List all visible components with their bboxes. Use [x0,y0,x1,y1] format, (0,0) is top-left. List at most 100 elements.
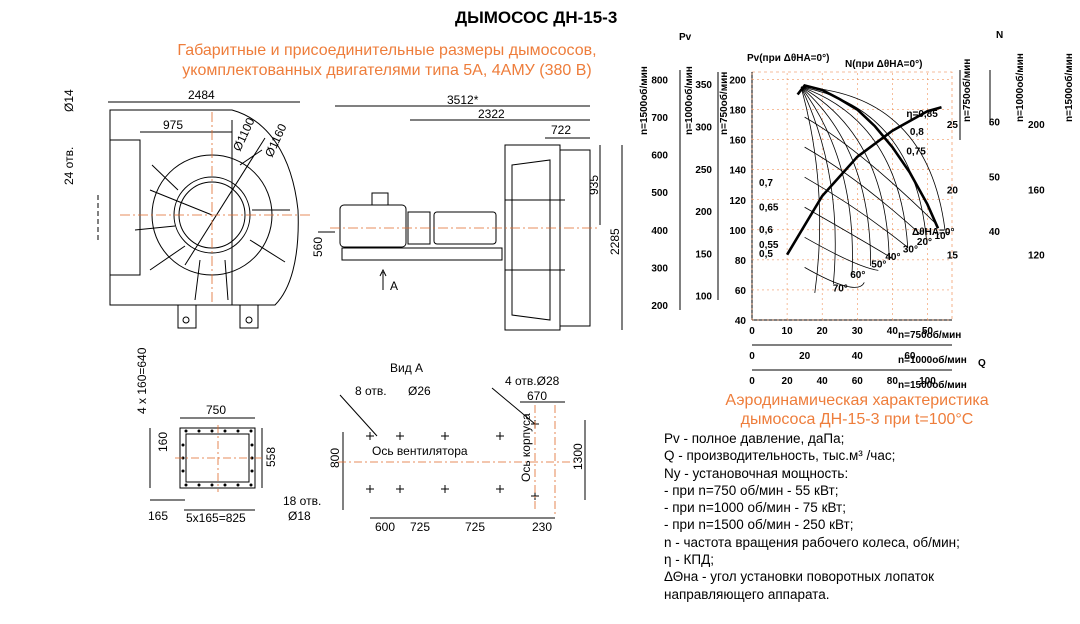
efficiency-curve [804,146,921,235]
tick-pv1500: 400 [651,226,668,237]
tick-pv1500: 300 [651,263,668,274]
dim-holes-24: 24 отв. [62,147,76,185]
angle-label: 20° [917,237,932,248]
n-curve [785,105,942,256]
chart-ticks: 2001801601401201008060403503002502001501… [651,76,1045,387]
view-a [339,387,586,519]
tick-n1500: 160 [1028,185,1045,196]
efficiency-curve [804,267,865,288]
tick-q1500: 40 [817,376,829,387]
q-n1000-label: n=1000об/мин [898,354,967,366]
dim-558: 558 [264,447,278,467]
tick-n750: 25 [947,120,959,131]
legend-line: Pv - полное давление, даПа; [664,431,845,446]
dim-230: 230 [532,520,552,534]
front-view-dims: 2484 975 Ø1100 Ø1160 24 отв. Ø14 560 [62,88,325,257]
dim-1300: 1300 [571,443,585,470]
tick-n1500: 120 [1028,251,1045,262]
pv-curve-label: Pv(при ΔθНА=0°) [747,53,829,64]
tick-pv1000: 200 [695,207,712,218]
axis-right-n1000-label: n=1000об/мин [1014,53,1026,122]
tick-q750: 0 [749,326,755,337]
flange-view [149,417,263,511]
tick-q750: 50 [922,326,934,337]
page-title: ДЫМОСОС ДН-15-3 [455,8,618,27]
tick-q750: 40 [887,326,899,337]
legend-line: Q - производительность, тыс.м³ /час; [664,448,896,464]
tick-pv750: 140 [729,166,746,177]
subtitle-line-1: Габаритные и присоединительные размеры д… [177,42,597,59]
tick-pv1000: 350 [695,80,712,91]
axis-right-n750-label: n=750об/мин [961,59,973,122]
dim-560: 560 [311,237,325,257]
legend-line: n - частота вращения рабочего колеса, об… [664,534,960,550]
efficiency-label: 0,5 [759,249,773,260]
angle-label: 50° [871,259,886,270]
n-axis-label: N [996,30,1003,41]
dim-5x165: 5x165=825 [186,511,246,525]
dim-725-b: 725 [465,520,485,534]
tick-n1000: 60 [989,118,1001,129]
tick-pv750: 100 [729,226,746,237]
tick-n1000: 40 [989,227,1001,238]
tick-pv750: 80 [735,256,747,267]
dim-8-holes: 8 отв. [355,384,387,398]
dim-165: 165 [148,509,168,523]
tick-pv750: 160 [729,136,746,147]
tick-n1500: 200 [1028,120,1045,131]
dim-975: 975 [163,118,183,132]
chart-grid [751,72,952,321]
chart-heading-2: дымососа ДН-15-3 при t=100°С [740,411,974,428]
flange-holes [181,429,254,487]
n-curve-label: N(при ΔθНА=0°) [845,59,922,70]
tick-pv1000: 250 [695,165,712,176]
dim-2322: 2322 [478,107,505,121]
tick-pv1000: 150 [695,249,712,260]
legend-line: - при n=1500 об/мин - 250 кВт; [664,517,854,533]
tick-pv750: 200 [729,76,746,87]
chart-frame [679,70,991,371]
q-n1500-label: n=1500об/мин [898,379,967,391]
tick-q1500: 80 [887,376,899,387]
side-view-dims: 3512* 2322 722 935 2285 A [390,93,622,293]
dim-2285: 2285 [608,228,622,255]
efficiency-label: 0,8 [910,127,924,138]
dim-d26: Ø26 [408,384,431,398]
efficiency-curve [804,236,879,271]
vane-curve [800,86,821,293]
tick-pv1000: 100 [695,292,712,303]
axis-n1000-label: n=1000об/мин [683,66,695,135]
front-view-centerlines [120,112,310,305]
q-n750-label: n=750об/мин [898,329,961,341]
vane-curve [800,86,836,284]
tick-q1000: 0 [749,351,755,362]
arrow-a-label: A [390,279,398,293]
view-a-dims: Вид А 8 отв. Ø26 4 отв.Ø28 670 Ось венти… [328,361,585,534]
flange-axis [175,425,262,492]
tick-q1000: 40 [852,351,864,362]
dim-600: 600 [375,520,395,534]
tick-pv1500: 500 [651,188,668,199]
dim-d1100: Ø1100 [230,115,258,153]
fan-axis-label: Ось вентилятора [372,444,468,458]
tick-q1500: 60 [852,376,864,387]
q-axis-label: Q [978,358,986,369]
legend-line: Ny - установочная мощность: [664,465,849,481]
tick-q1500: 20 [782,376,794,387]
dim-160: 160 [156,432,170,452]
dim-d1160: Ø1160 [262,121,290,159]
efficiency-curve [804,116,935,223]
angle-label: 30° [903,244,918,255]
dim-holes-18: 18 отв. [283,494,321,508]
tick-q1500: 100 [919,376,936,387]
tick-pv1500: 700 [651,113,668,124]
dim-2484: 2484 [188,88,215,102]
tick-q750: 10 [782,326,794,337]
angle-label: 40° [885,252,900,263]
chart-labels: Pv N Q Pv(при ΔθНА=0°) N(при ΔθНА=0°) Δθ… [638,30,1075,391]
dim-4-holes-d28: 4 отв.Ø28 [505,374,560,388]
tick-pv750: 40 [735,316,747,327]
vane-curve [800,86,890,257]
